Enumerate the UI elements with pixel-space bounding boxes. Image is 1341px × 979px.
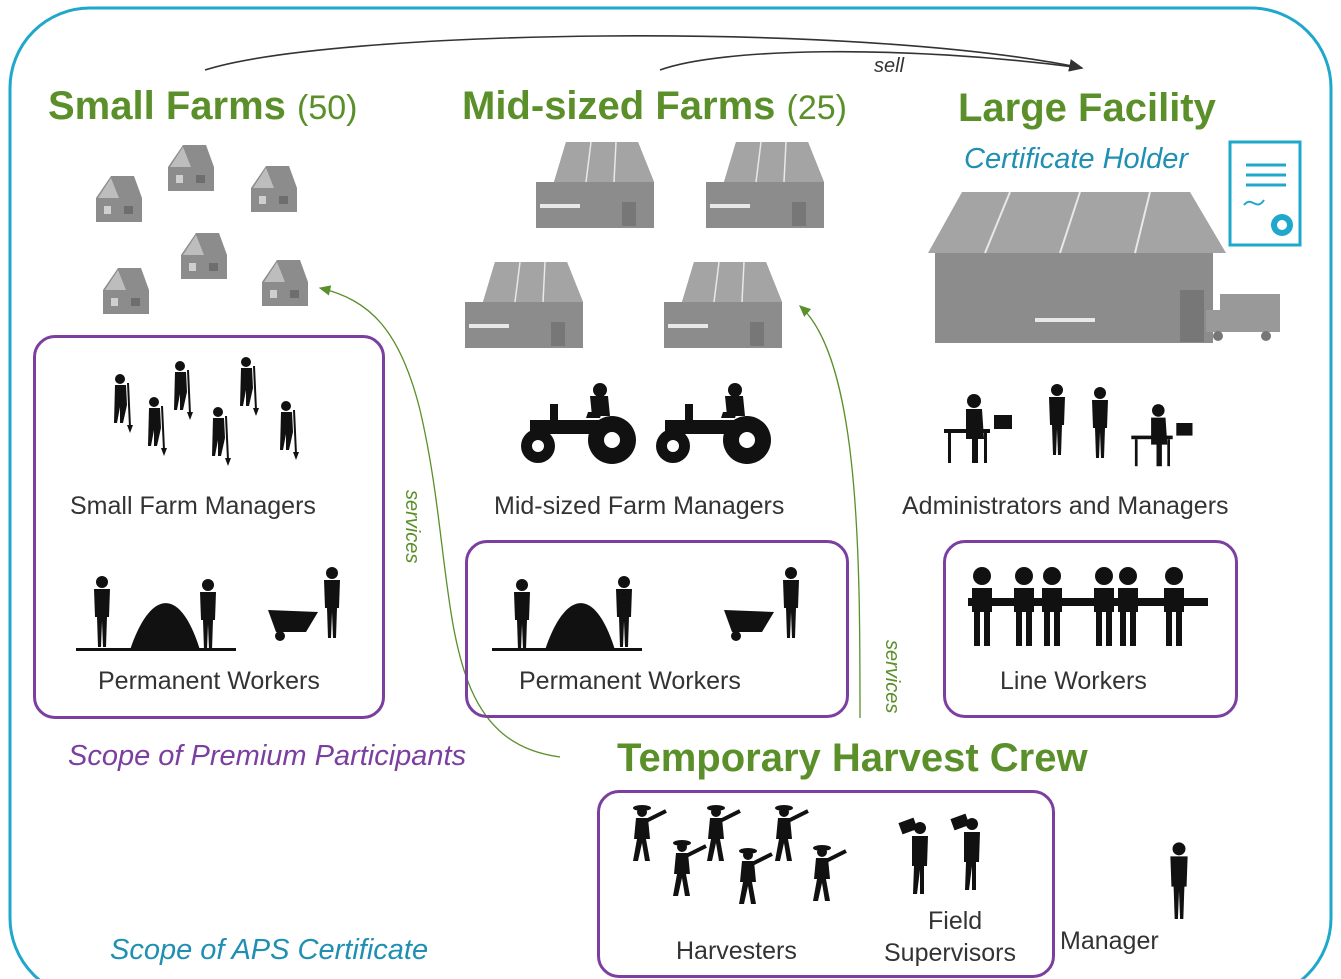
- small-farms-title: Small Farms (50): [48, 84, 358, 128]
- aps-scope-label: Scope of APS Certificate: [110, 934, 429, 966]
- truck-icon: [1206, 294, 1280, 341]
- mid-farm-managers-label: Mid-sized Farm Managers: [494, 492, 785, 520]
- barn-icon: [663, 261, 783, 349]
- tractor-icon: [656, 383, 771, 464]
- barn-icon: [464, 261, 584, 349]
- supervisors-label-line1: Field: [928, 907, 983, 935]
- small-farm-workers-label: Permanent Workers: [98, 667, 320, 695]
- small-farms-count: (50): [297, 89, 358, 127]
- premium-scope-label: Scope of Premium Participants: [68, 740, 467, 772]
- services-arrow-to-mid: [799, 305, 861, 719]
- harvesters-label: Harvesters: [676, 937, 797, 965]
- manager-person-icon: [1170, 842, 1188, 920]
- supervisors-label-line2: Supervisors: [884, 939, 1016, 967]
- barn-icon: [705, 141, 825, 229]
- tractor-icon: [521, 383, 636, 464]
- wheelbarrow-icon: [268, 567, 340, 641]
- aps-scope-border: [8, 6, 1333, 979]
- sell-arrow-from-mid: [659, 50, 1083, 71]
- small-farm-premium-box: [33, 335, 385, 719]
- harvest-crew-box: [597, 790, 1055, 978]
- house-icon: [96, 176, 142, 222]
- mid-farm-workers-label: Permanent Workers: [519, 667, 741, 695]
- line-workers-label: Line Workers: [1000, 667, 1147, 695]
- sell-arrow-from-small: [204, 35, 1084, 72]
- sell-label: sell: [874, 55, 905, 77]
- mid-farms-title: Mid-sized Farms (25): [462, 84, 847, 128]
- services-label-left: services: [401, 490, 423, 564]
- line-worker-icon: [968, 567, 1208, 646]
- facility-icon: [928, 191, 1226, 343]
- farm-worker-icon: [76, 576, 236, 651]
- house-icon: [168, 145, 214, 191]
- administrators-label: Administrators and Managers: [902, 492, 1229, 520]
- large-facility-title: Large Facility: [958, 86, 1216, 130]
- manager-label: Manager: [1060, 927, 1159, 955]
- farm-worker-icon: [492, 576, 642, 651]
- wheelbarrow-icon: [724, 567, 799, 641]
- house-icon: [262, 260, 308, 306]
- house-icon: [103, 268, 149, 314]
- harvest-crew-title: Temporary Harvest Crew: [617, 736, 1088, 780]
- line-workers-box: [943, 540, 1238, 718]
- house-icon: [181, 233, 227, 279]
- services-label-right: services: [881, 640, 903, 714]
- small-farm-managers-label: Small Farm Managers: [70, 492, 316, 520]
- barn-icon: [535, 141, 655, 229]
- house-icon: [251, 166, 297, 212]
- mid-farm-workers-box: [465, 540, 849, 718]
- office-worker-icon: [944, 384, 1193, 467]
- certificate-holder-label: Certificate Holder: [964, 143, 1189, 175]
- mid-farms-count: (25): [786, 89, 847, 127]
- certificate-icon: [1228, 140, 1302, 247]
